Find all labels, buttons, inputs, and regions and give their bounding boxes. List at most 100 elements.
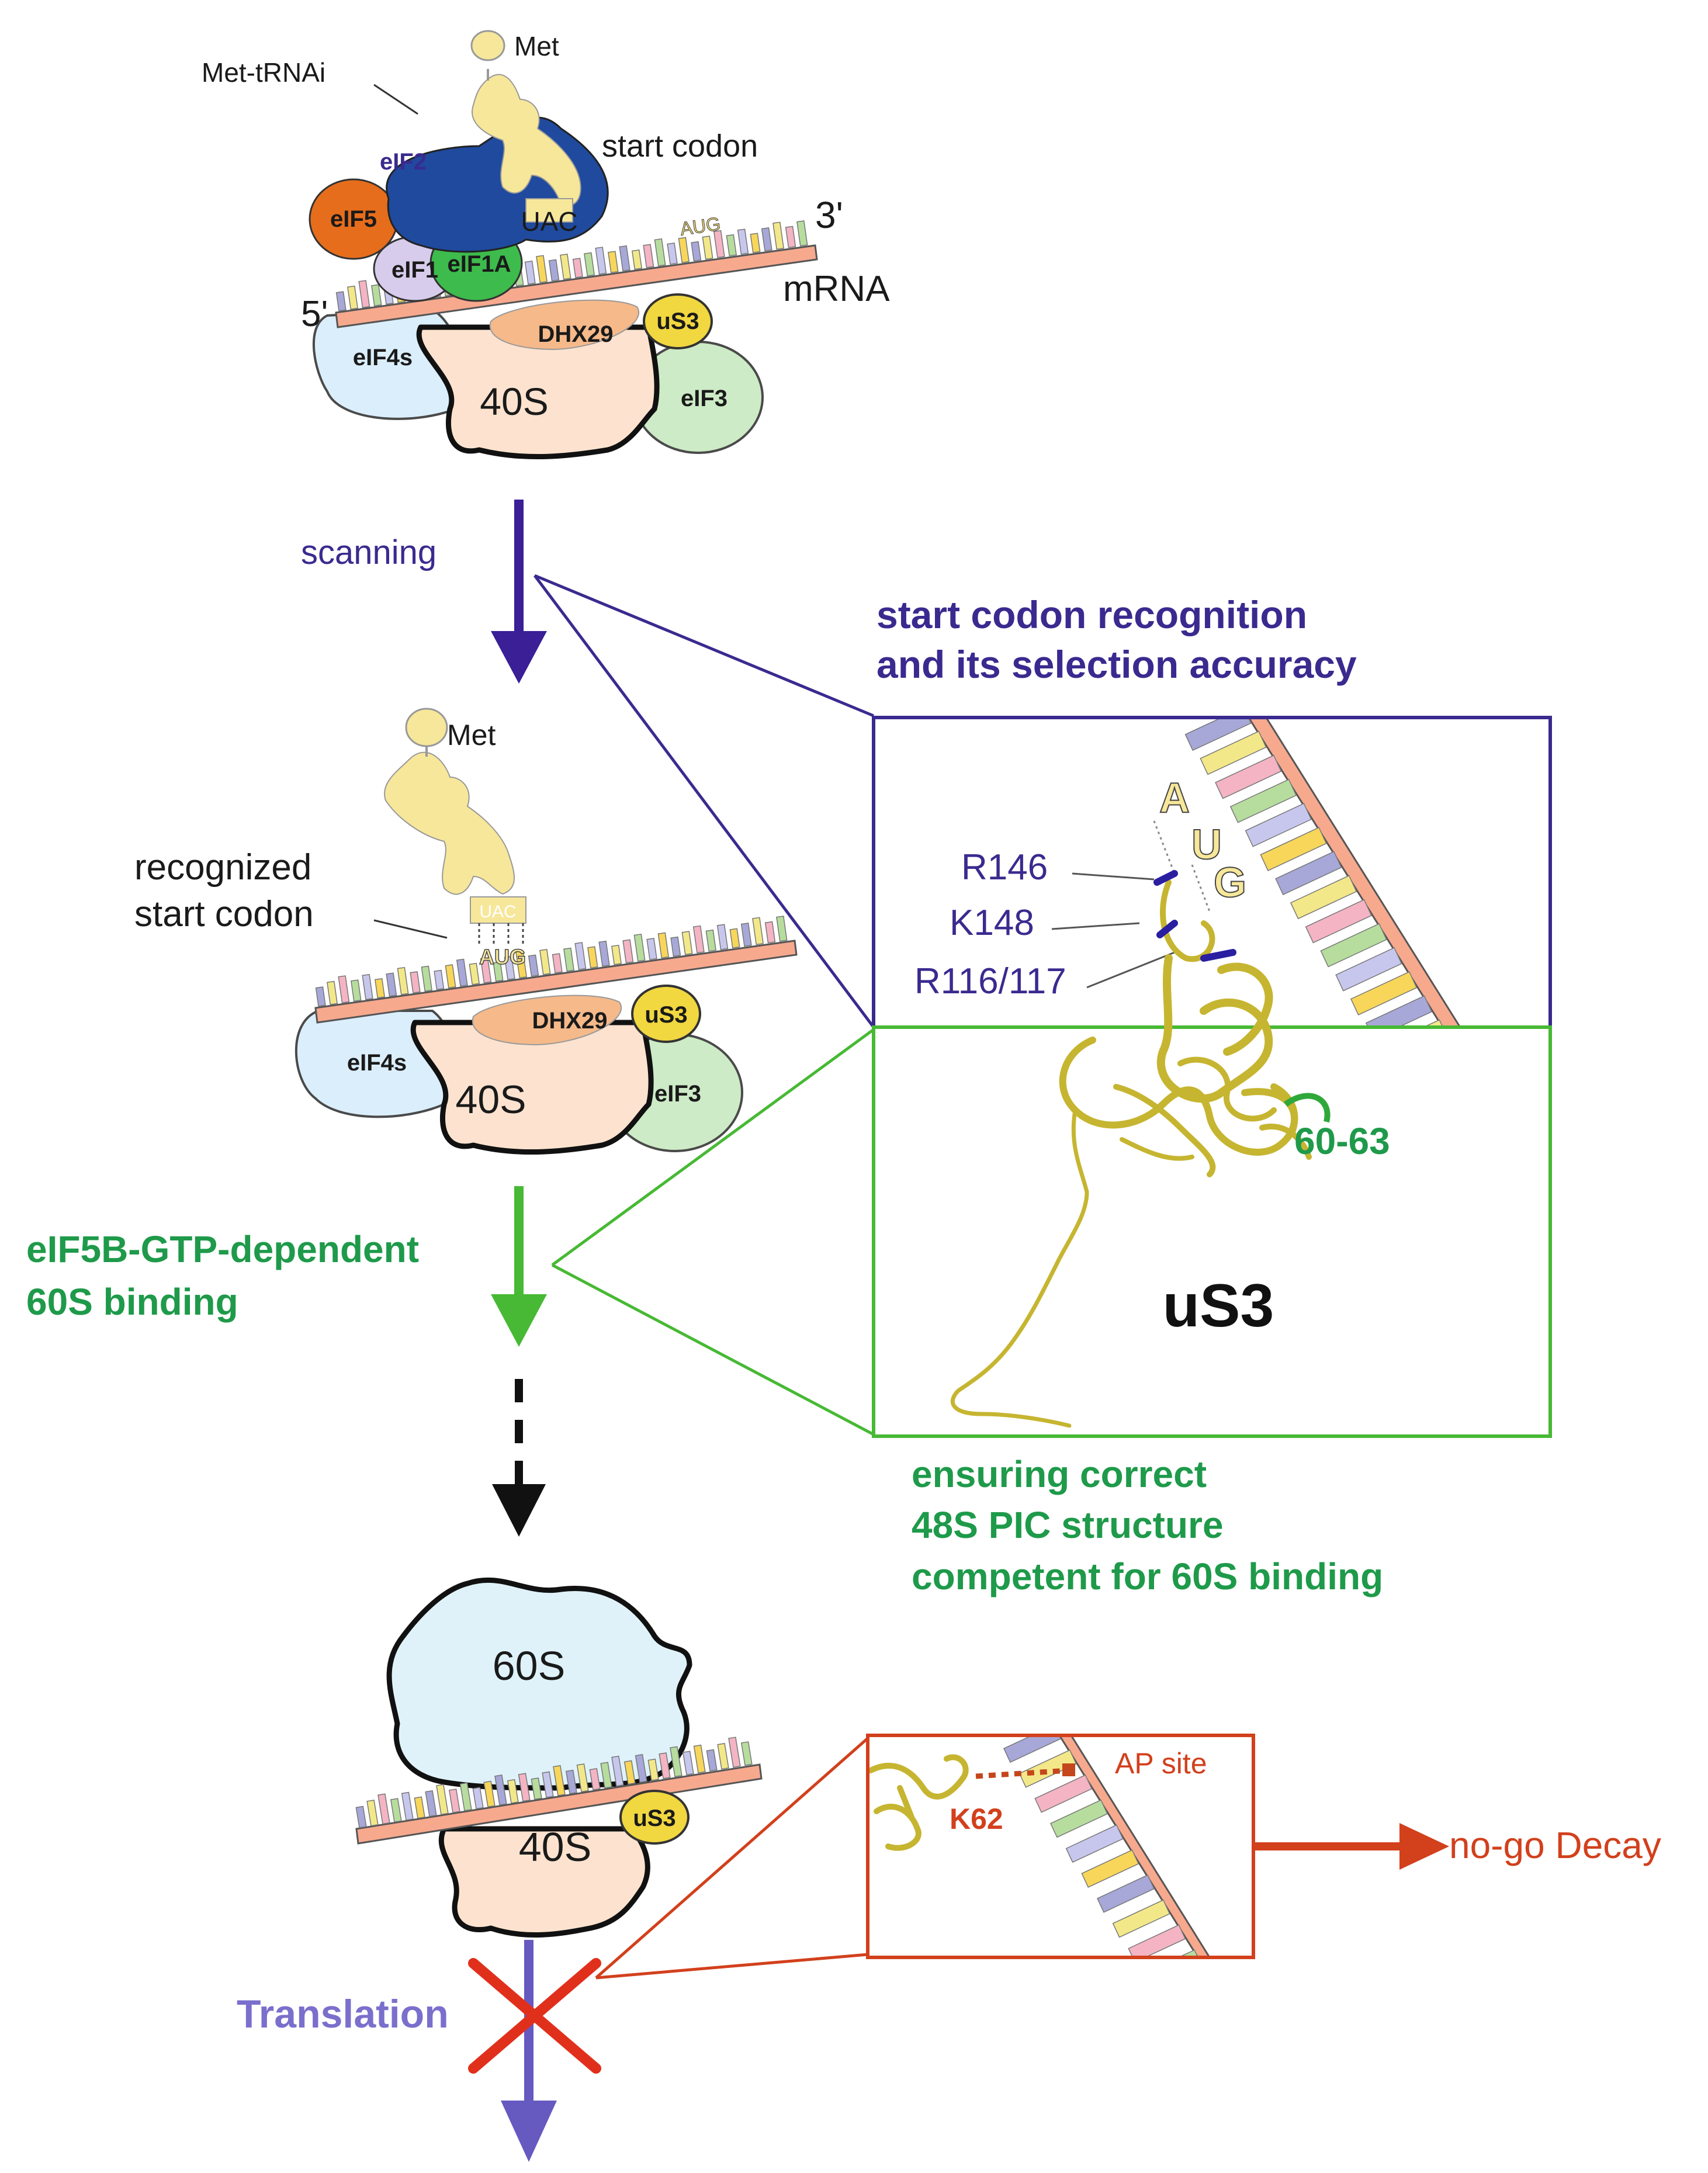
caption-line3: competent for 60S binding bbox=[912, 1555, 1383, 1597]
label-eif3: eIF3 bbox=[681, 386, 727, 411]
nucleotide-base bbox=[425, 1790, 437, 1817]
nucleotide-base bbox=[670, 1746, 682, 1777]
label-eif5b-line1: eIF5B-GTP-dependent bbox=[26, 1228, 419, 1270]
nucleotide-base bbox=[706, 1749, 718, 1772]
nucleotide-base bbox=[646, 938, 657, 961]
nucleotide-base bbox=[445, 964, 456, 989]
nucleotide-base bbox=[678, 237, 690, 264]
nucleotide-base bbox=[531, 1777, 542, 1800]
nucleotide-base bbox=[338, 975, 350, 1004]
nucleotide-base bbox=[622, 939, 634, 964]
codon-letter-u: U bbox=[1191, 822, 1222, 868]
nucleotide-base bbox=[1365, 995, 1433, 1025]
nucleotide-base bbox=[670, 936, 681, 957]
label-eif5: eIF5 bbox=[330, 206, 377, 232]
nucleotide-base bbox=[1018, 1749, 1077, 1788]
label-k148: K148 bbox=[950, 903, 1034, 943]
nucleotide-base bbox=[1081, 1849, 1139, 1888]
nucleotide-base bbox=[572, 258, 583, 278]
nucleotide-base bbox=[375, 978, 385, 999]
label-eif4s-2: eIF4s bbox=[347, 1050, 407, 1076]
nucleotide-base bbox=[796, 220, 808, 247]
nucleotide-base bbox=[504, 956, 515, 980]
codon-letter-a: A bbox=[1159, 775, 1190, 822]
scanning-complex: UAC AUG eIF2 eIF5 eIF1 eIF1A eIF4s eIF3 … bbox=[202, 30, 890, 460]
nucleotide-base bbox=[598, 940, 610, 967]
nucleotide-base bbox=[459, 1782, 472, 1811]
nucleotide-base bbox=[1003, 1737, 1062, 1763]
label-5-prime: 5' bbox=[301, 294, 328, 334]
label-us3-2: uS3 bbox=[645, 1002, 687, 1028]
nucleotide-base bbox=[436, 1784, 449, 1815]
ribosome-80s: uS3 60S 40S bbox=[355, 1577, 763, 1938]
no-go-decay-arrow: no-go Decay bbox=[1253, 1823, 1661, 1870]
nucleotide-base bbox=[595, 247, 607, 275]
uac-anticodon-1: UAC bbox=[521, 198, 578, 237]
nucleotide-base bbox=[1128, 1924, 1186, 1956]
label-dhx29-2: DHX29 bbox=[532, 1008, 608, 1034]
codon-anticodon-pair: UAC AUG bbox=[470, 896, 526, 969]
nucleotide-base bbox=[1096, 1874, 1155, 1913]
nucleotide-base bbox=[611, 945, 622, 965]
nucleotide-base bbox=[726, 234, 737, 257]
label-60s: 60S bbox=[493, 1643, 566, 1689]
nucleotide-base bbox=[740, 1741, 753, 1766]
label-us3-structure: uS3 bbox=[1163, 1272, 1274, 1340]
label-met-2: Met bbox=[447, 719, 496, 751]
label-ap-site: AP site bbox=[1115, 1747, 1207, 1780]
nucleotide-base bbox=[611, 1755, 624, 1787]
40s-subunit-shape bbox=[416, 324, 660, 460]
recognition-complex: UAC AUG eIF4s eIF3 DHX29 uS3 40S Met rec… bbox=[134, 708, 798, 1155]
label-recognized: recognized bbox=[134, 847, 311, 888]
nucleotide-base bbox=[657, 932, 669, 959]
svg-text:UAC: UAC bbox=[479, 902, 516, 921]
nucleotide-base bbox=[565, 1769, 577, 1794]
label-no-go-decay: no-go Decay bbox=[1449, 1824, 1661, 1866]
met-trna-shape-2 bbox=[384, 751, 515, 895]
nucleotide-base bbox=[776, 916, 788, 942]
40s-subunit-shape-3 bbox=[438, 1826, 650, 1938]
nucleotide-base bbox=[574, 942, 587, 971]
nucleotide-base bbox=[693, 1744, 706, 1774]
nucleotide-base bbox=[682, 1751, 694, 1776]
60s-subunit-shape bbox=[386, 1577, 692, 1791]
nucleotide-base bbox=[692, 925, 705, 954]
translation-blocked-x bbox=[468, 1958, 601, 2074]
us3-shape-3 bbox=[619, 1790, 690, 1845]
nucleotide-base bbox=[729, 928, 740, 949]
nucleotide-base bbox=[1184, 719, 1252, 751]
met-ball-1 bbox=[470, 30, 505, 61]
dhx29-shape-2 bbox=[472, 994, 622, 1046]
nucleotide-base bbox=[414, 1796, 425, 1819]
met-ball-2 bbox=[405, 708, 448, 747]
nucleotide-base bbox=[702, 235, 713, 260]
label-eif5b-line2: 60S binding bbox=[26, 1281, 238, 1323]
nucleotide-base bbox=[1320, 923, 1387, 968]
nucleotide-base bbox=[752, 917, 764, 945]
label-translation: Translation bbox=[237, 1992, 449, 2036]
nucleotide-base bbox=[1260, 827, 1327, 871]
nucleotide-base bbox=[563, 947, 574, 972]
nucleotide-base bbox=[397, 966, 409, 995]
nucleotide-base bbox=[576, 1763, 589, 1793]
scanning-arrow: scanning bbox=[301, 500, 547, 684]
nucleotide-base bbox=[1034, 1774, 1093, 1813]
nucleotide-base bbox=[390, 1798, 402, 1823]
heading-start-codon-recognition-1: start codon recognition bbox=[876, 593, 1307, 636]
label-eif4s: eIF4s bbox=[353, 345, 413, 370]
label-start-codon: start codon bbox=[602, 129, 758, 164]
zoom-connector-blue bbox=[533, 574, 875, 1028]
nucleotide-base bbox=[1350, 971, 1418, 1016]
nucleotide-base bbox=[713, 230, 725, 258]
mrna-strand-3 bbox=[355, 1737, 763, 1845]
ap-site-zoom-panel: K62 AP site bbox=[866, 1734, 1255, 1959]
nucleotide-base bbox=[633, 933, 646, 962]
nucleotide-base bbox=[1065, 1824, 1124, 1863]
nucleotide-base bbox=[315, 986, 326, 1007]
nucleotide-base bbox=[507, 1779, 519, 1804]
nucleotide-base bbox=[681, 931, 693, 955]
nucleotide-base bbox=[548, 259, 560, 282]
label-40s: 40S bbox=[480, 380, 548, 423]
